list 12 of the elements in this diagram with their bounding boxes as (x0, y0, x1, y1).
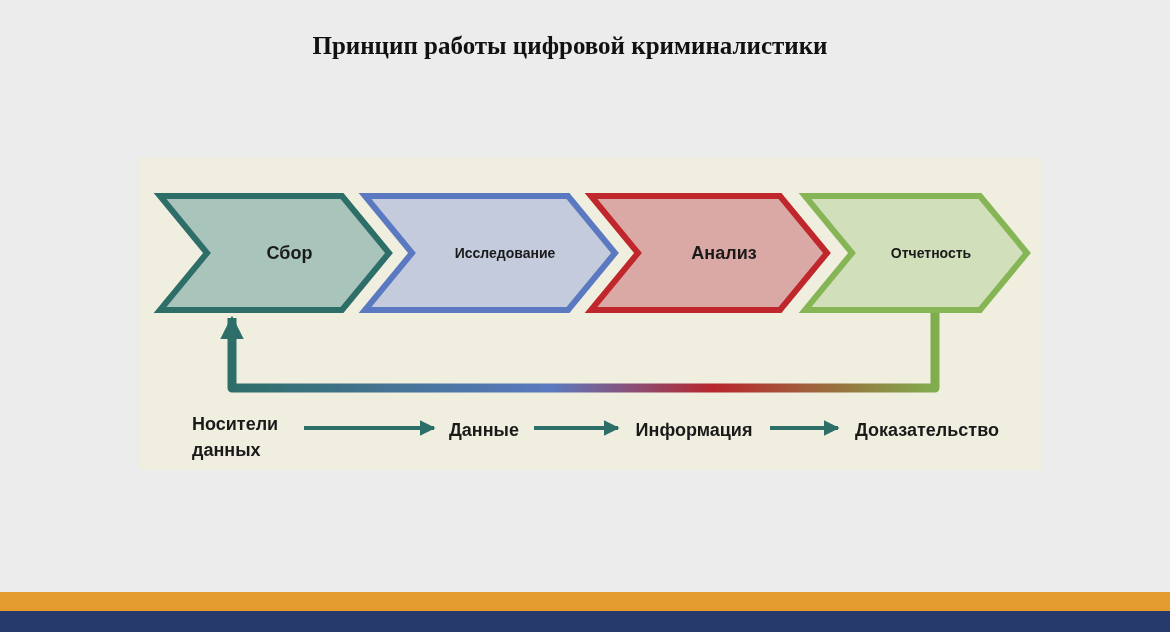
arrow (770, 420, 840, 436)
stage-label: Сбор (266, 241, 313, 265)
arrow (304, 420, 436, 436)
stage-label: Отчетность (890, 243, 972, 263)
stage-term: Информация (635, 418, 753, 442)
arrow (534, 420, 620, 436)
stage-label: Исследование (454, 243, 556, 263)
stage-term: Носители данных (192, 412, 280, 462)
stage-term: Доказательство (855, 418, 999, 442)
stage-label: Анализ (691, 241, 757, 265)
title: Принцип работы цифровой криминалистики (311, 32, 829, 60)
stage-term: Данные (449, 418, 519, 442)
